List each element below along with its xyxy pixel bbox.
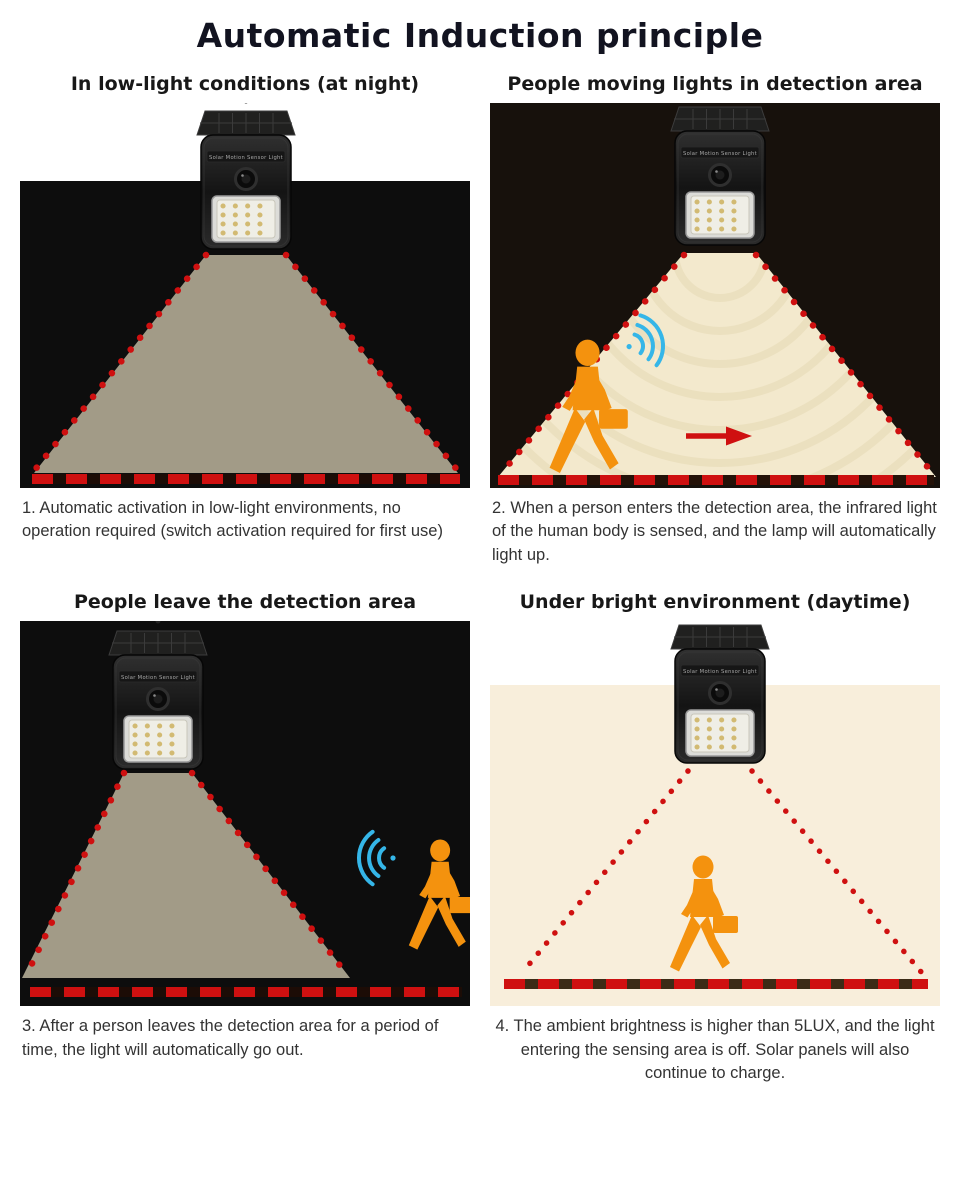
solar-motion-lamp [671, 103, 769, 245]
panel-4-daytime: Under bright environment (daytime) 4. Th… [490, 575, 940, 1089]
solar-motion-lamp [109, 621, 207, 769]
light-beam-dim [22, 773, 350, 979]
figure-person-leaves [20, 621, 470, 1007]
panel-1-caption: 1. Automatic activation in low-light env… [22, 499, 443, 541]
motion-arrow-icon [686, 426, 752, 446]
panel-2-caption: 2. When a person enters the detection ar… [492, 499, 937, 564]
panel-3-heading: People leave the detection area [73, 591, 417, 614]
panel-1-night-activation: In low-light conditions (at night) 1. Au… [20, 67, 470, 571]
light-ripples [498, 253, 936, 477]
detection-edge-dots [22, 770, 352, 980]
page-title: Automatic Induction principle [196, 16, 764, 55]
figure-daytime [490, 621, 940, 1007]
panel-3-caption: 3. After a person leaves the detection a… [22, 1017, 439, 1059]
panel-2-person-detected: People moving lights in detection area [490, 67, 940, 571]
detection-edge-dots [519, 768, 925, 977]
solar-motion-lamp [197, 103, 295, 249]
panel-grid: In low-light conditions (at night) 1. Au… [0, 67, 960, 1090]
figure-person-detected [490, 103, 940, 488]
light-beam-dim [34, 255, 458, 473]
panel-2-figure [490, 103, 940, 488]
panel-1-figure [20, 103, 470, 488]
panel-4-heading: Under bright environment (daytime) [519, 591, 911, 614]
panel-3-person-leaves: People leave the detection area 3. After… [20, 575, 470, 1089]
figure-night-activation [20, 103, 470, 488]
panel-4-figure [490, 621, 940, 1007]
detection-edge-dots [30, 251, 462, 475]
panel-2-heading: People moving lights in detection area [507, 73, 923, 95]
detection-edge-dots [496, 251, 938, 479]
panel-4-caption: 4. The ambient brightness is higher than… [495, 1017, 935, 1083]
panel-1-heading: In low-light conditions (at night) [70, 73, 420, 95]
panel-3-figure [20, 621, 470, 1007]
solar-motion-lamp [671, 621, 769, 763]
